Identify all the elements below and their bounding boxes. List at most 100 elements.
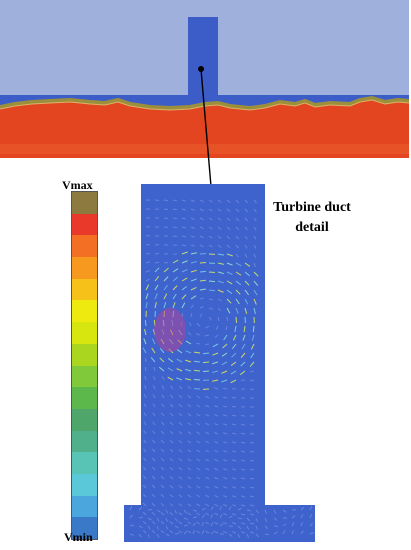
velocity-vector [250,343,255,350]
velocity-vector [210,522,214,527]
velocity-vector [165,509,169,514]
velocity-vector [309,514,313,519]
velocity-vector [228,515,233,519]
velocity-vector [161,421,165,426]
velocity-vector [217,316,220,322]
velocity-vector [199,306,204,309]
velocity-vector [244,208,249,213]
velocity-vector [226,199,231,203]
velocity-vector [169,457,174,462]
velocity-vector [217,208,222,212]
velocity-vector [151,347,156,354]
velocity-vector [163,293,168,300]
velocity-vector [172,293,177,300]
velocity-vector [241,531,246,534]
velocity-vector [231,414,237,417]
velocity-vector [190,295,197,300]
velocity-vector [253,217,257,222]
velocity-vector [190,252,197,255]
colorbar-segment [72,452,97,474]
velocity-vector [214,334,219,338]
velocity-vector [172,302,176,309]
velocity-vector [172,199,178,202]
velocity-vector [142,475,147,480]
velocity-vector [205,530,210,534]
velocity-vector [202,361,210,364]
velocity-vector [163,208,169,211]
velocity-vector [205,440,210,444]
velocity-vector [192,516,197,519]
velocity-vector [231,432,237,435]
velocity-vector [205,494,210,498]
velocity-vector [160,521,165,525]
colorbar-segment [72,300,97,323]
velocity-vector [143,338,147,345]
velocity-vector [240,361,246,367]
velocity-vector [169,403,174,408]
velocity-vector [169,467,174,471]
velocity-vector [178,467,183,471]
velocity-vector [190,304,194,309]
velocity-vector [172,276,178,282]
velocity-vector [222,343,228,349]
velocity-vector [187,512,192,516]
velocity-vector [196,323,201,327]
velocity-vector [214,414,219,417]
velocity-vector [169,439,174,444]
velocity-vector [205,503,210,507]
velocity-vector [169,421,174,426]
velocity-vector [205,395,210,399]
velocity-vector [187,404,192,408]
velocity-vector [253,235,257,240]
velocity-vector [205,476,210,480]
velocity-vector [159,348,165,354]
colorbar-segment [72,235,97,258]
velocity-vector [178,421,183,426]
colorbar-segment [72,387,97,409]
velocity-vector [246,509,252,512]
velocity-vector [185,350,192,354]
velocity-vector [249,459,255,462]
velocity-vector [230,361,237,366]
velocity-vector [208,235,213,239]
colorbar-segment [72,257,97,279]
velocity-vector [144,366,147,372]
velocity-vector [178,494,183,498]
velocity-vector [145,261,150,264]
velocity-vector [244,199,249,204]
velocity-vector [217,307,222,312]
velocity-vector [187,431,192,435]
velocity-vector [142,511,147,516]
velocity-vector [264,525,269,530]
velocity-vector [181,302,186,309]
velocity-vector [174,532,180,535]
velocity-vector [181,277,188,282]
velocity-vector [235,235,240,240]
velocity-vector [160,430,165,435]
velocity-vector [190,226,195,229]
velocity-vector [147,533,150,538]
velocity-vector [187,395,192,399]
velocity-vector [199,261,207,264]
velocity-vector [235,226,240,231]
velocity-vector [234,325,237,332]
velocity-vector [246,525,250,530]
velocity-vector [161,376,165,381]
velocity-vector [151,457,156,462]
velocity-vector [282,530,286,535]
velocity-vector [196,521,201,525]
velocity-vector [144,385,147,390]
velocity-vector [219,506,222,511]
caption-line-1: Turbine duct [273,200,351,215]
velocity-vector [142,529,147,534]
velocity-vector [226,208,231,212]
velocity-vector [190,199,195,202]
velocity-vector [241,522,246,525]
velocity-vector [232,441,237,444]
velocity-vector [249,486,255,489]
velocity-vector [163,284,168,291]
velocity-vector [153,376,156,381]
velocity-vector [183,517,188,520]
velocity-vector [244,226,248,231]
velocity-vector [214,432,219,435]
